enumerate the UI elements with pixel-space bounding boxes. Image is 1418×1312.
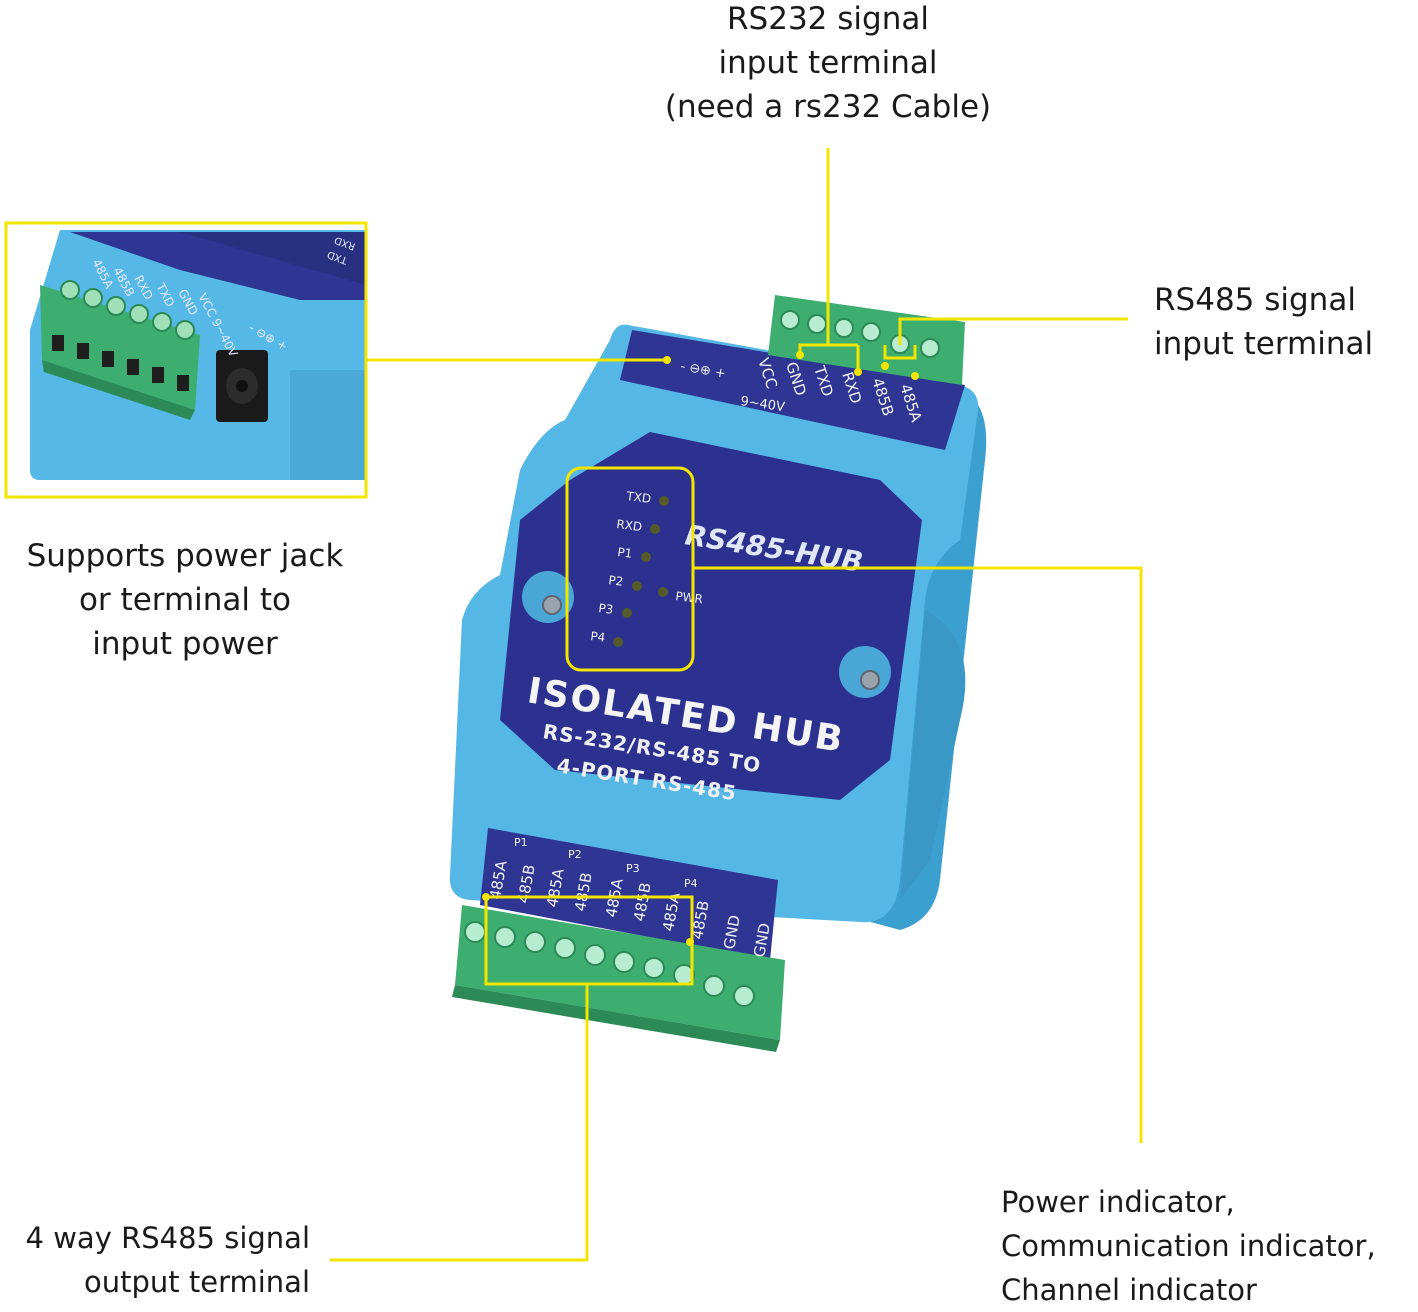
port-group-label: P1 <box>514 836 528 849</box>
callout-line: (need a rs232 Cable) <box>664 89 992 125</box>
callout-line: Channel indicator <box>1001 1273 1257 1307</box>
top-label-strip <box>620 330 965 450</box>
output-leader-line <box>330 984 589 1262</box>
power-inset: 485A 485B RXD TXD GND VCC 9~40V TXD RXD … <box>4 221 368 499</box>
hub-device: VCC GND TXD RXD 485B 485A 9~40V - ⊖⊕ + T… <box>449 295 987 1052</box>
led-indicator <box>659 496 669 506</box>
pwr-led-indicator <box>658 587 668 597</box>
bottom-pin-label: GND <box>720 914 744 951</box>
indicator-callout: Power indicator, Communication indicator… <box>1001 1180 1411 1312</box>
port-group-label: P4 <box>684 877 698 890</box>
port-group-label: P2 <box>568 848 582 861</box>
callout-lines <box>330 148 1143 1262</box>
center-panel <box>500 432 922 800</box>
callout-line: input power <box>92 626 278 662</box>
callout-line: Supports power jack <box>26 538 344 574</box>
mount-screw-left <box>522 571 574 623</box>
callout-line: or terminal to <box>78 582 292 618</box>
led-label: P2 <box>608 573 624 589</box>
led-panel: TXD RXD P1 P2 P3 P4 PWR <box>590 489 704 647</box>
inset-power-jack <box>216 350 268 422</box>
callout-line: 4 way RS485 signal <box>25 1221 310 1255</box>
callout-line: RS232 signal <box>727 1 929 37</box>
led-indicator <box>632 581 642 591</box>
led-indicator <box>641 552 651 562</box>
callout-line: input terminal <box>718 45 938 81</box>
callout-line: input terminal <box>1154 326 1374 362</box>
bottom-pin-label: GND <box>750 922 774 959</box>
indicator-leader-line <box>693 566 1143 1143</box>
led-indicator <box>622 608 632 618</box>
rs485-input-callout: RS485 signal input terminal <box>1154 278 1404 366</box>
led-label: P3 <box>598 601 614 617</box>
bottom-terminal-block <box>452 905 785 1052</box>
rs232-leader-line <box>798 148 830 355</box>
led-indicator <box>650 524 660 534</box>
bottom-label-strip <box>480 828 778 960</box>
callout-line: output terminal <box>83 1265 310 1299</box>
led-indicator <box>613 637 623 647</box>
voltage-label: 9~40V <box>739 394 785 415</box>
led-label: P4 <box>590 629 606 645</box>
inset-terminal-block <box>40 280 200 420</box>
led-label: P1 <box>617 545 633 561</box>
callout-line: Communication indicator, <box>1001 1229 1376 1263</box>
callout-line: Power indicator, <box>1001 1185 1235 1219</box>
rs232-callout: RS232 signal input terminal (need a rs23… <box>628 0 1028 129</box>
output-callout: 4 way RS485 signal output terminal <box>6 1216 310 1304</box>
pwr-led-label: PWR <box>675 589 704 606</box>
port-group-label: P3 <box>626 862 640 875</box>
led-label: TXD <box>625 489 652 506</box>
callout-line: RS485 signal <box>1154 282 1356 318</box>
led-label: RXD <box>616 517 643 534</box>
power-callout: Supports power jack or terminal to input… <box>10 534 360 666</box>
mount-screw-right <box>839 646 891 698</box>
rs485-leader-line <box>898 317 1128 345</box>
